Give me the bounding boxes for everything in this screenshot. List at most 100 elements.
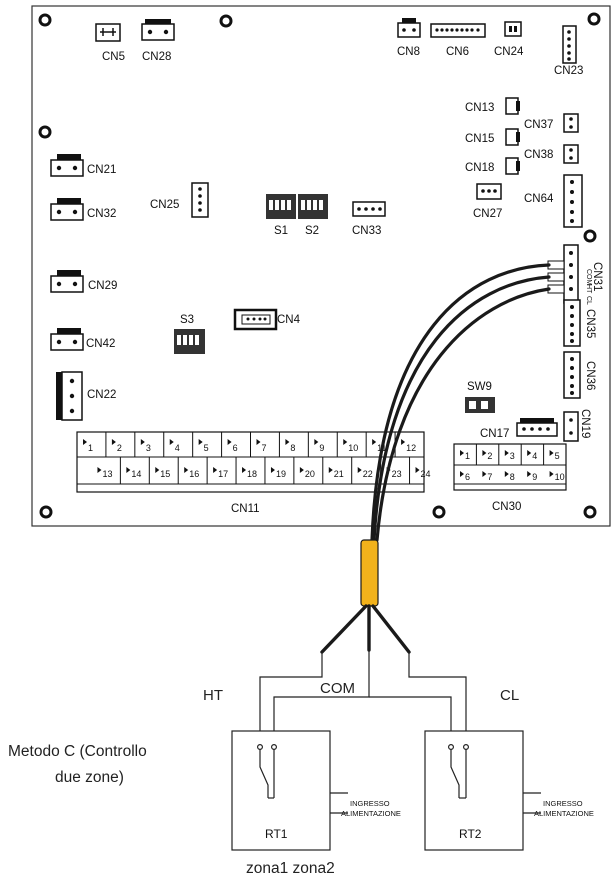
cn31-pin-ht: HT xyxy=(585,284,592,294)
switch-s2: S2 xyxy=(298,194,328,237)
cn11-pin-marker xyxy=(372,439,377,445)
wire-label-com: COM xyxy=(320,680,355,697)
cn11-pin-marker xyxy=(314,439,319,445)
zones-label: zona1 zona2 xyxy=(246,860,335,877)
connector-cn64: CN64 xyxy=(524,174,583,228)
cn30-pin-marker xyxy=(549,450,554,456)
mounting-hole xyxy=(583,229,597,243)
cn23-label: CN23 xyxy=(554,65,583,77)
cn11-pin-15: 15 xyxy=(160,469,170,479)
cn11-pin-marker xyxy=(227,439,232,445)
cn30-pin-9: 9 xyxy=(532,472,537,482)
cn11-pin-5: 5 xyxy=(204,443,209,453)
sw9-label: SW9 xyxy=(467,381,492,393)
cn30-pin-6: 6 xyxy=(465,472,470,482)
cn42-label: CN42 xyxy=(86,338,115,350)
switch-sw9: SW9 xyxy=(465,381,495,413)
mounting-holes xyxy=(38,12,601,519)
connector-cn37: CN37 xyxy=(524,113,579,133)
cn11-pin-marker xyxy=(242,467,247,473)
cable-ht xyxy=(372,275,551,542)
cn11-pin-20: 20 xyxy=(305,469,315,479)
cn29-label: CN29 xyxy=(88,280,117,292)
cn13-label: CN13 xyxy=(465,102,494,114)
connector-cn22: CN22 xyxy=(56,371,116,421)
s3-label: S3 xyxy=(180,314,194,326)
cn15-label: CN15 xyxy=(465,133,494,145)
cn31-pin-cl: CL xyxy=(585,296,592,305)
cn38-label: CN38 xyxy=(524,149,553,161)
cn8-label: CN8 xyxy=(397,46,420,58)
cn22-label: CN22 xyxy=(87,389,116,401)
connector-cn4: CN4 xyxy=(233,308,301,331)
cn30-pin-marker xyxy=(527,471,532,477)
rt2-power-line2: ALIMENTAZIONE xyxy=(534,809,594,818)
cn11-pin-marker xyxy=(299,467,304,473)
cn30-pin-8: 8 xyxy=(510,472,515,482)
thermostat-rt1: RT1 INGRESSO ALIMENTAZIONE xyxy=(231,730,401,851)
cn30-pin-5: 5 xyxy=(555,451,560,461)
mounting-hole xyxy=(587,12,601,26)
cn35-label: CN35 xyxy=(584,309,596,338)
connector-cn23: CN23 xyxy=(554,25,583,77)
cn24-label: CN24 xyxy=(494,46,524,58)
connector-cn32: CN32 xyxy=(50,198,116,221)
cn30-pin-4: 4 xyxy=(532,451,537,461)
cn11-pin-marker xyxy=(415,467,420,473)
cn11-pin-marker xyxy=(198,439,203,445)
cn11-pin-marker xyxy=(97,467,102,473)
connector-cn17: CN17 xyxy=(480,418,558,440)
mounting-hole xyxy=(432,505,446,519)
cn11-pin-9: 9 xyxy=(319,443,324,453)
cn11-pin-marker xyxy=(213,467,218,473)
wires xyxy=(259,650,467,745)
cn36-label: CN36 xyxy=(584,361,596,390)
cn11-pin-marker xyxy=(169,439,174,445)
mounting-hole xyxy=(583,505,597,519)
switch-s3: S3 xyxy=(174,314,205,354)
cn11-pin-marker xyxy=(357,467,362,473)
mounting-hole xyxy=(38,13,52,27)
cn11-pin-2: 2 xyxy=(117,443,122,453)
connector-cn21: CN21 xyxy=(50,154,116,177)
cn11-pin-16: 16 xyxy=(189,469,199,479)
cn30-pin-marker xyxy=(549,471,554,477)
cn30-pin-7: 7 xyxy=(487,472,492,482)
rt2-power-line1: INGRESSO xyxy=(543,799,583,808)
mounting-hole xyxy=(219,14,233,28)
cn11-pin-marker xyxy=(155,467,160,473)
cn11-pin-marker xyxy=(343,439,348,445)
cn11-pin-marker xyxy=(328,467,333,473)
wire-label-cl: CL xyxy=(500,687,519,704)
cn11-pin-marker xyxy=(256,439,261,445)
cable-bundle xyxy=(370,263,551,542)
cn11-pin-10: 10 xyxy=(348,443,358,453)
method-title-line2: due zone) xyxy=(55,769,124,786)
cn11-pin-17: 17 xyxy=(218,469,228,479)
cn11-pin-4: 4 xyxy=(175,443,180,453)
cn30-pin-marker xyxy=(460,471,464,477)
cable-fanout xyxy=(320,604,411,654)
cn31-label: CN31 xyxy=(591,262,603,291)
connector-cn33: CN33 xyxy=(352,201,386,237)
cn18-label: CN18 xyxy=(465,162,494,174)
cn11-pin-14: 14 xyxy=(131,469,141,479)
cn30-pin-3: 3 xyxy=(510,451,515,461)
mounting-hole xyxy=(38,125,52,139)
cn11-pin-19: 19 xyxy=(276,469,286,479)
cn5-label: CN5 xyxy=(102,51,125,63)
cn31-pin-com: COM xyxy=(585,269,592,286)
cn30-pin-1: 1 xyxy=(465,451,470,461)
cable-cl xyxy=(375,287,551,542)
rt2-label: RT2 xyxy=(459,827,482,841)
cn27-label: CN27 xyxy=(473,208,502,220)
cn30-pin-marker xyxy=(482,450,487,456)
cn11-pin-6: 6 xyxy=(233,443,238,453)
method-title-line1: Metodo C (Controllo xyxy=(8,743,147,760)
connector-cn35: CN35 xyxy=(563,299,596,347)
connector-cn28: CN28 xyxy=(141,19,175,63)
cn19-label: CN19 xyxy=(579,409,591,438)
